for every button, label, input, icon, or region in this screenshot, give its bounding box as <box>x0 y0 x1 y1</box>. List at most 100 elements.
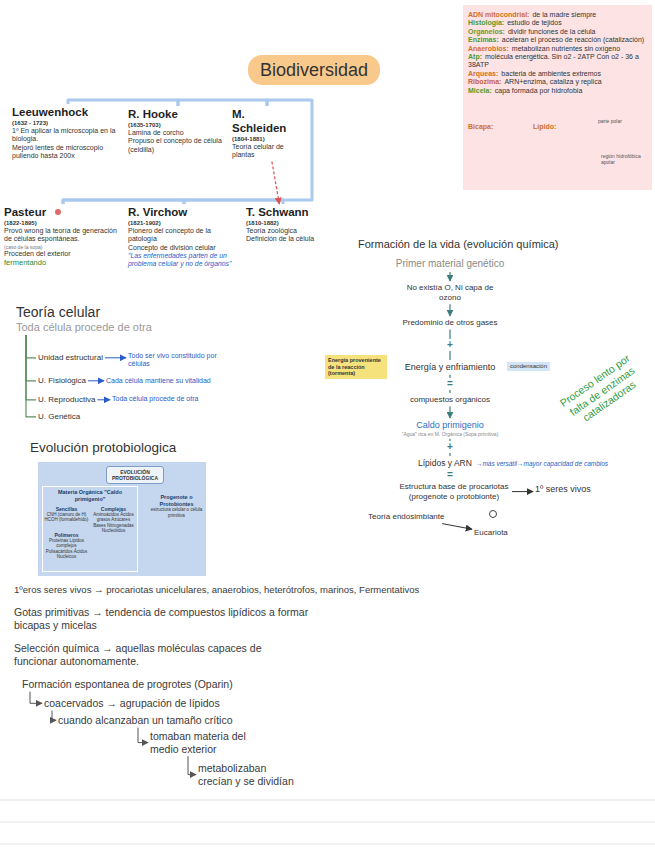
node-text: T. Schwann <box>246 206 320 220</box>
note-label: 1ºeros seres vivos → procariotas unicelu… <box>14 584 624 595</box>
node-text: molécula energética. Sin o2 - 2ATP Con o… <box>468 53 647 70</box>
node-text: estudio de tejidos <box>468 19 647 27</box>
oparin-step: cuando alcanzaban un tamaño crítico <box>58 714 233 727</box>
node-text: coacervados → agrupación de lípidos <box>44 697 220 710</box>
category-list: PolímerosProteínas Lípidos complejos Pol… <box>44 532 89 560</box>
connector <box>105 357 126 358</box>
node-text: (1821-1902) <box>128 220 240 227</box>
note-box: Energía proveniente de la reacción (torm… <box>325 355 387 379</box>
node-text: Sencillas <box>44 506 89 512</box>
scientist-note: R. Hooke(1635-1703)Lamina de corchoPropu… <box>128 108 228 154</box>
node-text: U. Genética <box>38 412 80 422</box>
chain-step: No existía O, Ni capa de ozono <box>400 283 500 302</box>
node-text: Provó wrong la teoría de generación de c… <box>4 227 122 244</box>
oparin-step: metabolizaban crecían y se dividían <box>198 762 298 787</box>
section-heading: Teoría celularToda célula procede de otr… <box>16 304 186 334</box>
node-text: Lípido: <box>533 123 556 131</box>
node-text: Bicapa: <box>468 123 493 131</box>
arrow-note: Toda célula procede de otra <box>112 395 232 403</box>
connector <box>68 100 178 106</box>
node-text: →más versátil→mayor capacidad de cambios <box>476 460 608 468</box>
connector <box>449 304 450 316</box>
node-text: región hidrofóbica apolar <box>601 153 649 165</box>
node-text: M. Schleiden <box>232 108 302 136</box>
note-label: Gotas primitivas → tendencia de compuest… <box>14 606 314 631</box>
edge-label: + <box>445 339 455 351</box>
node-text: Definición de la célula <box>246 235 320 243</box>
connector <box>30 692 42 704</box>
node-text: U. Reproductiva <box>38 395 95 405</box>
ruled-line <box>0 844 655 845</box>
connector <box>63 100 312 204</box>
chain-step: Predominio de otros gases <box>400 318 500 328</box>
node-text: capa formada por hidrofobia <box>468 87 647 95</box>
scientist-note: Pasteur(1822-1895)Provó wrong la teoría … <box>4 206 122 267</box>
note-label: Selección química → aquellas moléculas c… <box>14 642 304 667</box>
node-text: ADN mitocondrial: <box>468 11 529 19</box>
node-text: Micela: <box>468 87 492 95</box>
arrow-note: Cada célula mantiene su vitalidad <box>106 377 236 385</box>
node-text: estructura celular o célula primitiva <box>150 507 203 518</box>
node-text: bacteria de ambientes extremos <box>468 70 647 78</box>
cell-doodle <box>490 511 497 518</box>
node-text: Energía proveniente de la reacción (torm… <box>328 357 384 377</box>
node-text: cuando alcanzaban un tamaño crítico <box>58 714 233 727</box>
node-text: de la madre siempre <box>468 11 647 19</box>
node-text: Atp: <box>468 53 482 61</box>
connector <box>178 100 267 106</box>
result-box: Progenote o Protobiontesestructura celul… <box>150 494 203 518</box>
connector <box>26 335 36 381</box>
chain-step: Energía y enfriamiento <box>395 362 505 373</box>
node-text: Predominio de otros gases <box>400 318 500 328</box>
oparin-step: coacervados → agrupación de lípidos <box>44 697 220 710</box>
chain-step: Caldo primigenio"Agua" rica en M. Orgáni… <box>385 420 515 437</box>
chain-step: compuestos orgánicos <box>400 395 500 405</box>
node-text: CNH (cianuro de H) HCOH (formaldehído) <box>44 512 89 523</box>
tree-item: U. Genética <box>38 412 80 422</box>
node-text: ARN+enzima, cataliza y replica <box>468 78 647 86</box>
connector <box>63 200 184 204</box>
ruled-line <box>0 822 655 823</box>
node-text: (1632 - 1723) <box>12 120 124 127</box>
note-label: Evolución protobiologica <box>30 440 176 456</box>
node-text: (1804-1881) <box>232 136 302 143</box>
node-text: (1635-1703) <box>128 122 228 129</box>
tree-item: Unidad estructural <box>38 353 103 363</box>
node-text: Complejas <box>91 506 136 512</box>
group-box: Materia Orgánica "Caldo primigenio" Senci… <box>42 486 138 572</box>
image-panel: EVOLUCIÓN PROTOBIOLÓGICA Materia Orgánica… <box>38 462 206 576</box>
node-text: Progenote o Protobiontes <box>150 494 203 507</box>
node-text: metabolizan nutrientes sin oxígeno <box>468 45 647 53</box>
node-text: No existía O, Ni capa de ozono <box>400 283 500 302</box>
node-text: Cada célula mantiene su vitalidad <box>106 377 236 385</box>
node-text: 1º En aplicar la microscopia en la biolo… <box>12 127 124 144</box>
connector <box>184 200 283 204</box>
ruled-line <box>0 800 655 801</box>
node-text: (1822-1895) <box>4 220 122 227</box>
node-text: EVOLUCIÓN PROTOBIOLÓGICA <box>109 469 161 481</box>
arrow-note: Todo ser vivo constituido por células <box>128 352 223 369</box>
connector <box>188 756 196 774</box>
node-text: Pasteur <box>4 206 122 220</box>
flower-doodle <box>55 209 61 215</box>
chain-step: Eucariota <box>474 528 508 538</box>
node-text: Materia Orgánica "Caldo primigenio" <box>45 489 135 502</box>
node-text: (caso de la sopa) <box>4 244 122 250</box>
node-text: "Las enfermedades parten de un problema … <box>128 252 240 268</box>
glossary-panel: ADN mitocondrial:de la madre siempreHist… <box>463 5 652 190</box>
node-text: Toda célula procede de otra <box>16 321 186 334</box>
connector <box>26 335 36 358</box>
node-text: Proteínas Lípidos complejos Polisacárido… <box>44 538 89 560</box>
note-label: Proceso lento por falta de enzimas catal… <box>550 347 654 435</box>
scientist-note: T. Schwann(1810-1882)Teoría zoológicaDef… <box>246 206 320 244</box>
node-text: Ribozima: <box>468 78 501 86</box>
node-text: Pionero del concepto de la patología <box>128 227 240 244</box>
node-text: R. Virchow <box>128 206 240 220</box>
node-text: parte polar <box>598 118 648 124</box>
connector <box>26 335 36 417</box>
node-text: Organelos: <box>468 28 505 36</box>
node-text: "Agua" rica en M. Orgánica (Sopa primiti… <box>385 431 515 437</box>
node-text: Mejoró lentes de microscopio puliendo ha… <box>12 144 124 161</box>
node-text: Formación espontanea de progrotes (Opari… <box>22 678 233 691</box>
node-text: Unidad estructural <box>38 353 103 363</box>
